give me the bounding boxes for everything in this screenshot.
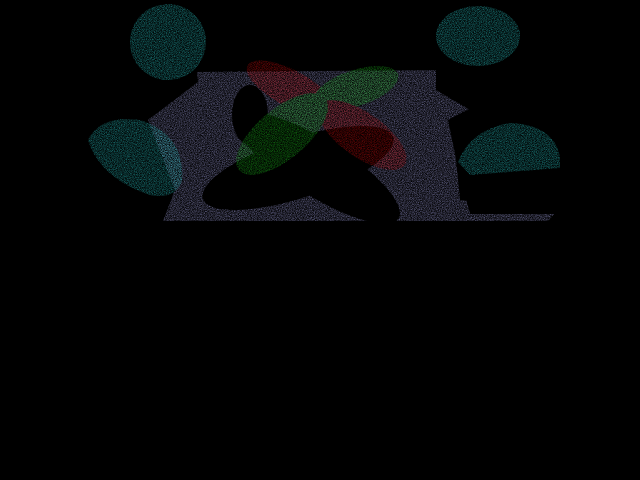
sphere-top-right	[436, 6, 520, 66]
ellipsoid-cross	[236, 60, 407, 175]
sphere-left	[88, 119, 183, 196]
red-ellipsoid-front	[317, 100, 407, 170]
cyan-spheres	[88, 4, 560, 196]
sphere-top-left	[130, 4, 206, 80]
sphere-right	[458, 123, 560, 175]
green-ellipsoid-front	[236, 93, 328, 175]
green-ellipsoid-back	[313, 66, 399, 110]
